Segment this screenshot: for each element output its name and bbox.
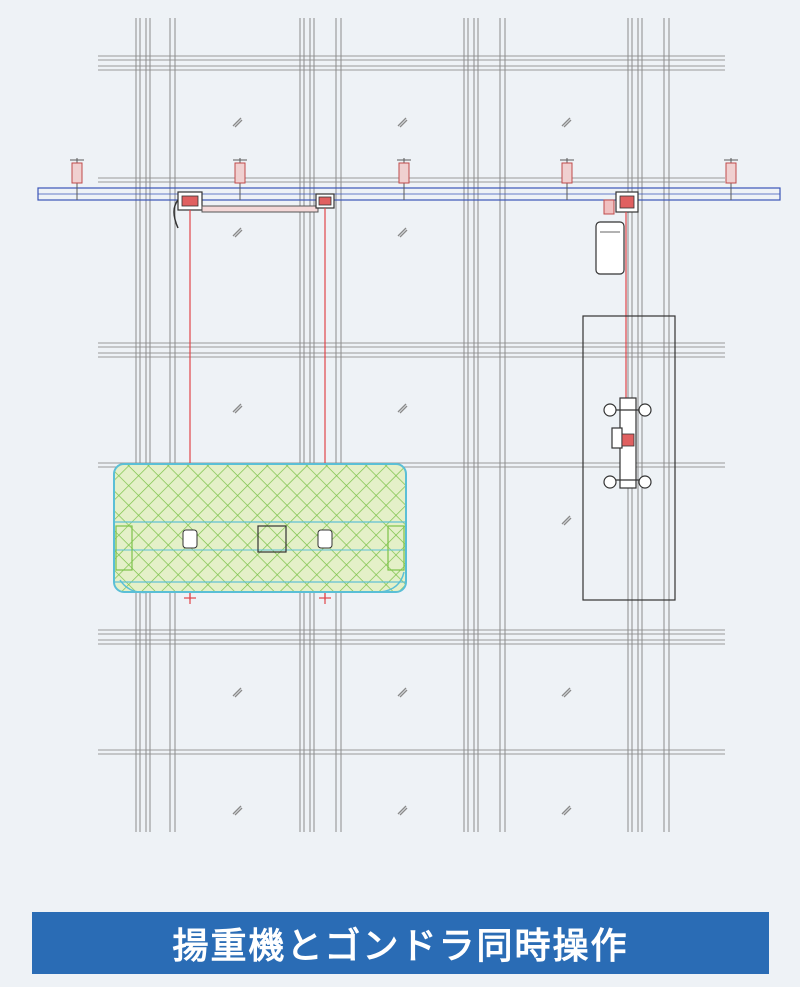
curtain-wall-mullions: [135, 18, 670, 832]
rail-anchors: [70, 158, 738, 200]
mullion-1: [135, 18, 176, 832]
anchor-3: [397, 158, 411, 200]
caption-bar: 揚重機とゴンドラ同時操作: [32, 912, 769, 974]
mullion-2: [299, 18, 342, 832]
anchor-4: [560, 158, 574, 200]
caption-title: 揚重機とゴンドラ同時操作: [172, 926, 629, 967]
glass-panel-load: [582, 315, 676, 601]
mullion-3: [463, 18, 506, 832]
hoist-motor: [595, 221, 625, 275]
transom-row-5: [98, 629, 725, 645]
transom-row-3: [98, 342, 725, 358]
anchor-5: [724, 158, 738, 200]
anchor-2: [233, 158, 247, 200]
monorail: [37, 158, 781, 201]
glass-marks: [232, 117, 572, 816]
transom-row-6: [98, 749, 725, 755]
gondola-trolleys: [173, 191, 335, 229]
transom-row-2: [98, 177, 725, 183]
gondola: [113, 463, 407, 594]
anchor-1: [70, 158, 84, 200]
hoist: [595, 191, 639, 420]
trolley-beam: [201, 205, 319, 213]
transom-row-1: [98, 55, 725, 71]
vacuum-lifter: [603, 397, 652, 489]
